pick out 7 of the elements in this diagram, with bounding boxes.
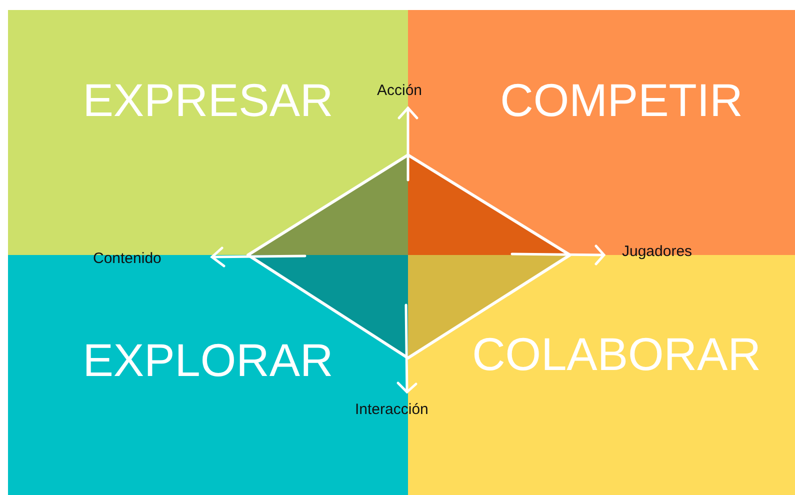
axis-label: Contenido <box>93 250 162 268</box>
quadrant-title: COMPETIR <box>500 74 743 126</box>
quadrant-title: EXPLORAR <box>82 334 334 386</box>
axis-label: Acción <box>377 82 422 100</box>
quadrant-title: COLABORAR <box>472 328 761 380</box>
quadrant-title: EXPRESAR <box>82 74 334 126</box>
axis-label: Jugadores <box>622 243 692 261</box>
